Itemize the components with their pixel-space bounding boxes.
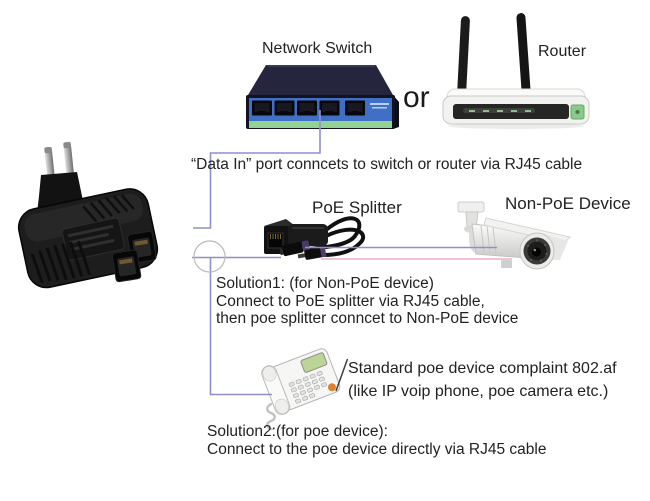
solution2-line2: Connect to the poe device directly via R…	[207, 440, 547, 458]
phone-lcd	[300, 352, 328, 373]
switch-top-face	[248, 65, 393, 95]
phone-cord	[266, 402, 276, 430]
router-label: Router	[538, 43, 587, 60]
non-poe-device-label: Non-PoE Device	[505, 194, 631, 213]
router-illustration	[442, 13, 590, 129]
or-text: or	[403, 81, 430, 114]
router-antenna-right	[516, 13, 531, 95]
network-switch-illustration	[246, 65, 399, 129]
phone-keypad	[288, 370, 327, 404]
voip-phone-illustration	[261, 348, 341, 430]
camera-under-mount	[501, 260, 512, 268]
switch-ports	[252, 100, 365, 116]
phone-orange-button	[327, 383, 336, 392]
junction-circle	[193, 240, 226, 273]
router-leds	[469, 110, 531, 112]
splitter-rj45-plug	[279, 240, 311, 257]
solution1-note: Solution1: (for Non-PoE device) Connect …	[216, 275, 518, 328]
poe-splitter-label: PoE Splitter	[312, 198, 402, 217]
poe-injector-illustration	[17, 141, 159, 289]
poe-device-note-line2: (like IP voip phone, poe camera etc.)	[348, 383, 609, 400]
solution2-line1: Solution2:(for poe device):	[207, 423, 388, 440]
switch-green-strip	[249, 121, 392, 128]
injector-rj45-ports	[111, 230, 157, 283]
solution1-line2: Connect to PoE splitter via RJ45 cable,	[216, 292, 485, 310]
poe-device-note-line1: Standard poe device complaint 802.af	[348, 360, 617, 377]
router-antenna-left	[457, 16, 470, 98]
eu-plug-pins	[44, 141, 75, 183]
switch-print	[370, 103, 389, 109]
data-in-note: “Data In” port conncets to switch or rou…	[191, 156, 583, 173]
solution2-note: Solution2:(for poe device): Connect to t…	[207, 423, 546, 458]
solution1-line1: Solution1: (for Non-PoE device)	[216, 275, 434, 292]
camera-lens	[519, 232, 555, 270]
splitter-dc-plug	[297, 246, 327, 260]
network-switch-label: Network Switch	[262, 40, 373, 57]
solution1-line3: then poe splitter conncet to Non-PoE dev…	[216, 310, 519, 327]
non-poe-camera-illustration	[457, 201, 571, 270]
